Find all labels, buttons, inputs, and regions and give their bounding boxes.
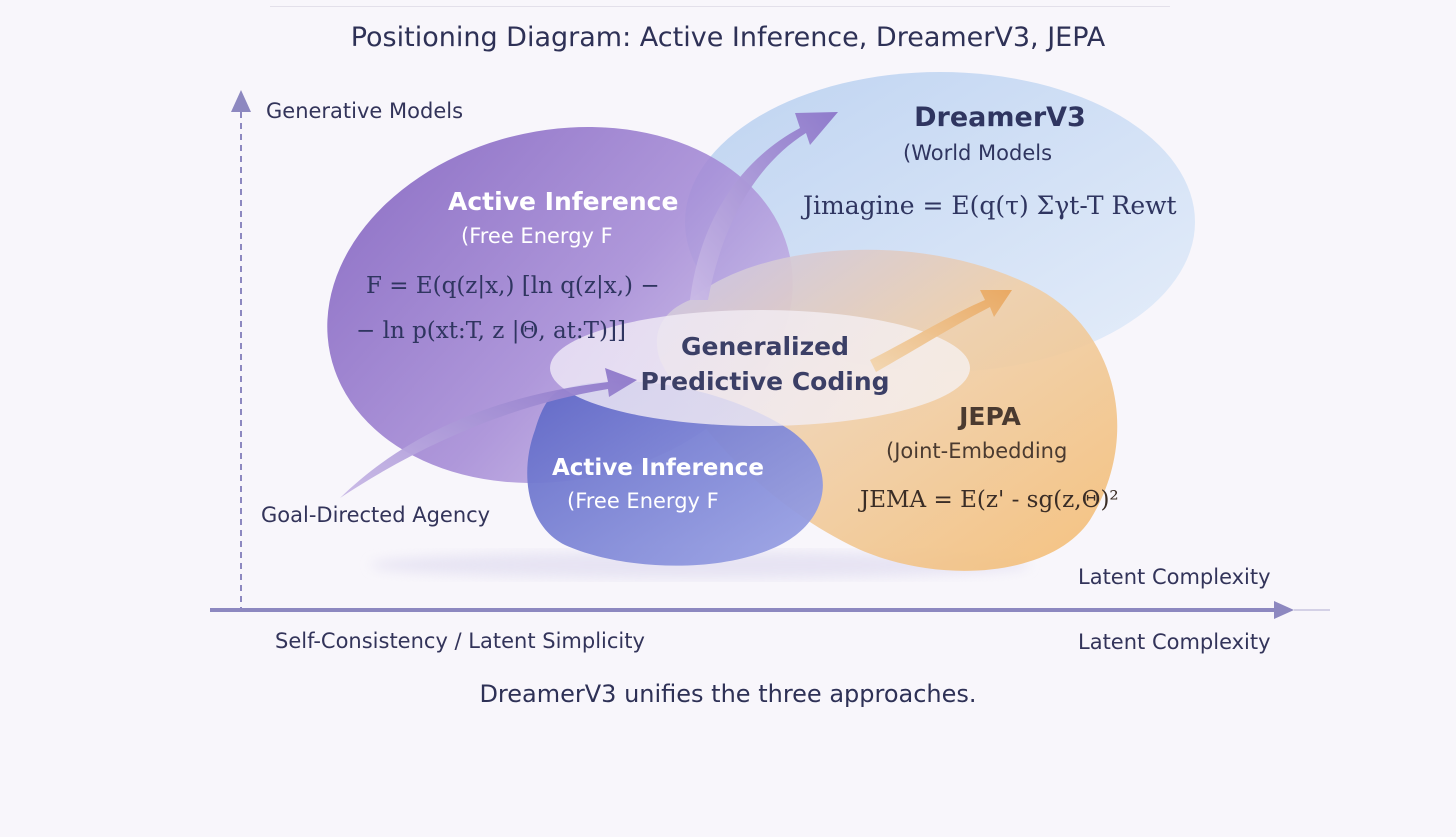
orange-arrow	[870, 290, 1012, 372]
blob-shadow	[370, 551, 1030, 579]
center-band	[550, 310, 970, 426]
goal-directed-agency-label: Goal-Directed Agency	[261, 503, 491, 527]
active-inference-lower-subtitle: (Free Energy F	[567, 489, 719, 513]
active-inference-lower-blob	[527, 381, 823, 566]
x-axis-right-label-upper: Latent Complexity	[1078, 565, 1271, 589]
jepa-formula: JEMA = E(z' - sg(z,Θ)²	[860, 487, 1119, 513]
y-axis-label: Generative Models	[266, 99, 464, 123]
y-axis-arrowhead	[231, 90, 251, 112]
diagram-caption: DreamerV3 unifies the three approaches.	[479, 680, 977, 708]
predictive-coding-label: Predictive Coding	[640, 367, 890, 396]
x-axis-right-label: Latent Complexity	[1078, 630, 1271, 654]
active-inference-heading: Active Inference	[448, 187, 679, 216]
dreamerv3-heading: DreamerV3	[914, 102, 1086, 133]
generalized-label: Generalized	[681, 332, 849, 361]
dreamerv3-subtitle: (World Models	[903, 141, 1053, 165]
dreamerv3-formula: Jimagine = E(q(τ) Σγt-T Rewt	[803, 191, 1177, 220]
jepa-heading: JEPA	[959, 402, 1021, 431]
free-energy-formula-line2: − ln p(xt:T, z |Θ, at:T)]]	[356, 318, 626, 344]
jepa-subtitle: (Joint-Embedding	[886, 439, 1068, 463]
active-inference-subtitle: (Free Energy F	[461, 224, 613, 248]
free-energy-formula-line1: F = E(q(z|x,) [ln q(z|x,) −	[366, 273, 660, 299]
arrow-to-dreamerv3	[690, 112, 838, 300]
top-divider	[270, 6, 1170, 7]
diagram-title: Positioning Diagram: Active Inference, D…	[350, 22, 1106, 53]
active-inference-lower-heading: Active Inference	[552, 455, 764, 481]
x-axis-left-label: Self-Consistency / Latent Simplicity	[275, 629, 645, 653]
x-axis-arrowhead	[1274, 601, 1294, 619]
